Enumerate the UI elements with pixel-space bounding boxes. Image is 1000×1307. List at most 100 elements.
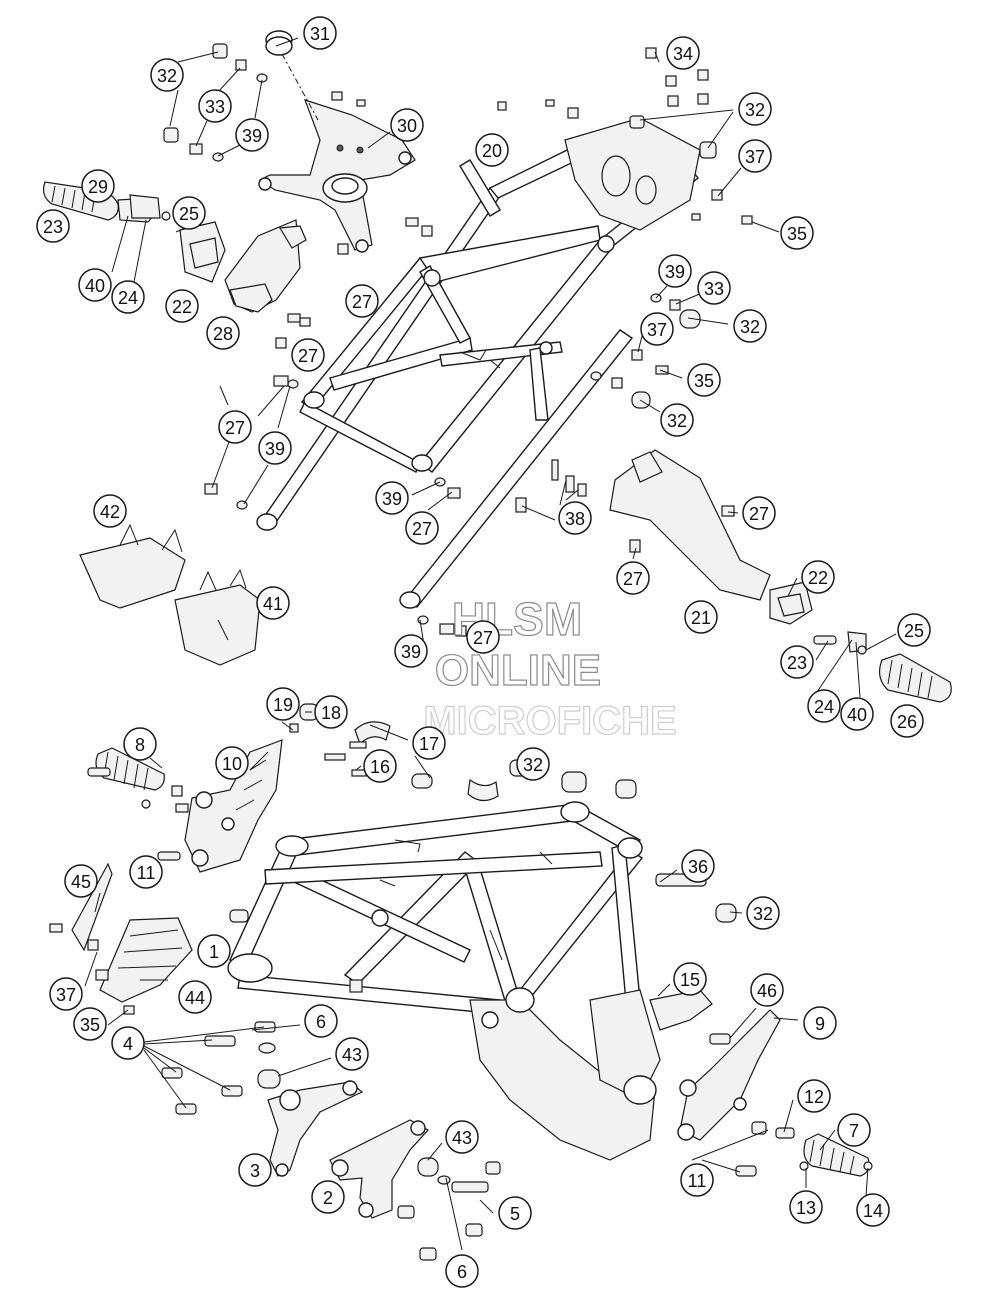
callout-part-21[interactable]: 21 <box>684 600 718 634</box>
callout-part-13[interactable]: 13 <box>789 1190 823 1224</box>
callout-part-39[interactable]: 39 <box>258 431 292 465</box>
callout-number: 28 <box>213 324 233 344</box>
callout-part-15[interactable]: 15 <box>673 962 707 996</box>
callout-circle <box>256 586 290 620</box>
callout-part-25[interactable]: 25 <box>897 613 931 647</box>
callout-part-26[interactable]: 26 <box>890 704 924 738</box>
callout-number: 6 <box>316 1012 326 1032</box>
callout-part-14[interactable]: 14 <box>856 1193 890 1227</box>
callout-part-28[interactable]: 28 <box>206 316 240 350</box>
callout-part-27[interactable]: 27 <box>616 561 650 595</box>
callout-part-20[interactable]: 20 <box>475 133 509 167</box>
callout-part-39[interactable]: 39 <box>394 634 428 668</box>
callout-part-30[interactable]: 30 <box>390 108 424 142</box>
callout-circle <box>215 746 249 780</box>
callout-part-39[interactable]: 39 <box>375 481 409 515</box>
callout-part-46[interactable]: 46 <box>750 973 784 1007</box>
callout-part-6[interactable]: 6 <box>304 1004 338 1038</box>
callout-number: 13 <box>796 1198 816 1218</box>
callout-part-17[interactable]: 17 <box>412 726 446 760</box>
callout-number: 27 <box>298 346 318 366</box>
callout-part-32[interactable]: 32 <box>150 58 184 92</box>
callout-part-19[interactable]: 19 <box>266 687 300 721</box>
callout-part-31[interactable]: 31 <box>303 16 337 50</box>
callout-part-37[interactable]: 37 <box>49 977 83 1011</box>
callout-part-18[interactable]: 18 <box>314 695 348 729</box>
callout-part-44[interactable]: 44 <box>178 980 212 1014</box>
callout-part-5[interactable]: 5 <box>498 1196 532 1230</box>
callout-part-34[interactable]: 34 <box>666 36 700 70</box>
callout-part-29[interactable]: 29 <box>81 169 115 203</box>
callout-part-27[interactable]: 27 <box>345 284 379 318</box>
callout-part-35[interactable]: 35 <box>73 1007 107 1041</box>
callout-part-43[interactable]: 43 <box>445 1120 479 1154</box>
callout-part-36[interactable]: 36 <box>681 849 715 883</box>
callout-part-11[interactable]: 11 <box>680 1163 714 1197</box>
callout-part-11[interactable]: 11 <box>129 855 163 889</box>
callout-part-32[interactable]: 32 <box>516 747 550 781</box>
callout-part-32[interactable]: 32 <box>746 896 780 930</box>
callout-part-27[interactable]: 27 <box>291 338 325 372</box>
leader-line-6 <box>217 143 243 157</box>
callout-part-33[interactable]: 33 <box>697 271 731 305</box>
callout-part-37[interactable]: 37 <box>640 312 674 346</box>
callout-part-39[interactable]: 39 <box>235 118 269 152</box>
callout-number: 39 <box>665 262 685 282</box>
callout-part-4[interactable]: 4 <box>111 1026 145 1060</box>
callout-number: 42 <box>100 502 120 522</box>
callout-part-6[interactable]: 6 <box>445 1254 479 1288</box>
callout-part-33[interactable]: 33 <box>198 89 232 123</box>
callout-circle <box>73 1007 107 1041</box>
callout-part-38[interactable]: 38 <box>558 501 592 535</box>
callout-part-10[interactable]: 10 <box>215 746 249 780</box>
callout-part-32[interactable]: 32 <box>733 309 767 343</box>
callout-part-42[interactable]: 42 <box>93 494 127 528</box>
leader-line-36 <box>815 640 829 661</box>
leader-line-57 <box>143 1026 265 1043</box>
callout-part-12[interactable]: 12 <box>797 1079 831 1113</box>
callout-part-40[interactable]: 40 <box>840 697 874 731</box>
callout-part-23[interactable]: 23 <box>36 209 70 243</box>
callout-part-25[interactable]: 25 <box>172 196 206 230</box>
callout-part-32[interactable]: 32 <box>738 92 772 126</box>
leader-line-50 <box>94 892 101 913</box>
callout-part-24[interactable]: 24 <box>111 280 145 314</box>
callout-part-22[interactable]: 22 <box>165 289 199 323</box>
callout-part-24[interactable]: 24 <box>807 689 841 723</box>
callout-part-22[interactable]: 22 <box>801 560 835 594</box>
leader-line-19 <box>637 335 643 353</box>
callout-part-23[interactable]: 23 <box>780 645 814 679</box>
callout-number: 38 <box>565 509 585 529</box>
callout-circle <box>666 36 700 70</box>
callout-part-2[interactable]: 2 <box>311 1180 345 1214</box>
callout-part-8[interactable]: 8 <box>123 727 157 761</box>
callout-part-27[interactable]: 27 <box>405 511 439 545</box>
callout-part-3[interactable]: 3 <box>238 1153 272 1187</box>
callout-part-43[interactable]: 43 <box>335 1037 369 1071</box>
callout-number: 8 <box>135 735 145 755</box>
callout-part-27[interactable]: 27 <box>742 496 776 530</box>
callout-part-9[interactable]: 9 <box>803 1006 837 1040</box>
callout-circle <box>335 1037 369 1071</box>
callout-circle <box>660 403 694 437</box>
callout-part-45[interactable]: 45 <box>64 864 98 898</box>
lower-side-covers <box>49 862 193 1015</box>
callout-part-35[interactable]: 35 <box>687 363 721 397</box>
callout-part-39[interactable]: 39 <box>658 254 692 288</box>
callout-part-37[interactable]: 37 <box>738 139 772 173</box>
callout-part-32[interactable]: 32 <box>660 403 694 437</box>
callout-circle <box>64 864 98 898</box>
callout-circle <box>738 139 772 173</box>
watermark-line-3: MICROFICHE <box>423 699 676 743</box>
callout-number: 39 <box>401 642 421 662</box>
callout-part-16[interactable]: 16 <box>363 749 397 783</box>
callout-part-35[interactable]: 35 <box>780 216 814 250</box>
callout-part-27[interactable]: 27 <box>466 620 500 654</box>
callout-part-40[interactable]: 40 <box>78 268 112 302</box>
callout-part-41[interactable]: 41 <box>256 586 290 620</box>
callout-part-1[interactable]: 1 <box>197 934 231 968</box>
callout-part-27[interactable]: 27 <box>218 410 252 444</box>
callout-number: 27 <box>473 628 493 648</box>
callout-circle <box>746 896 780 930</box>
callout-part-7[interactable]: 7 <box>837 1113 871 1147</box>
